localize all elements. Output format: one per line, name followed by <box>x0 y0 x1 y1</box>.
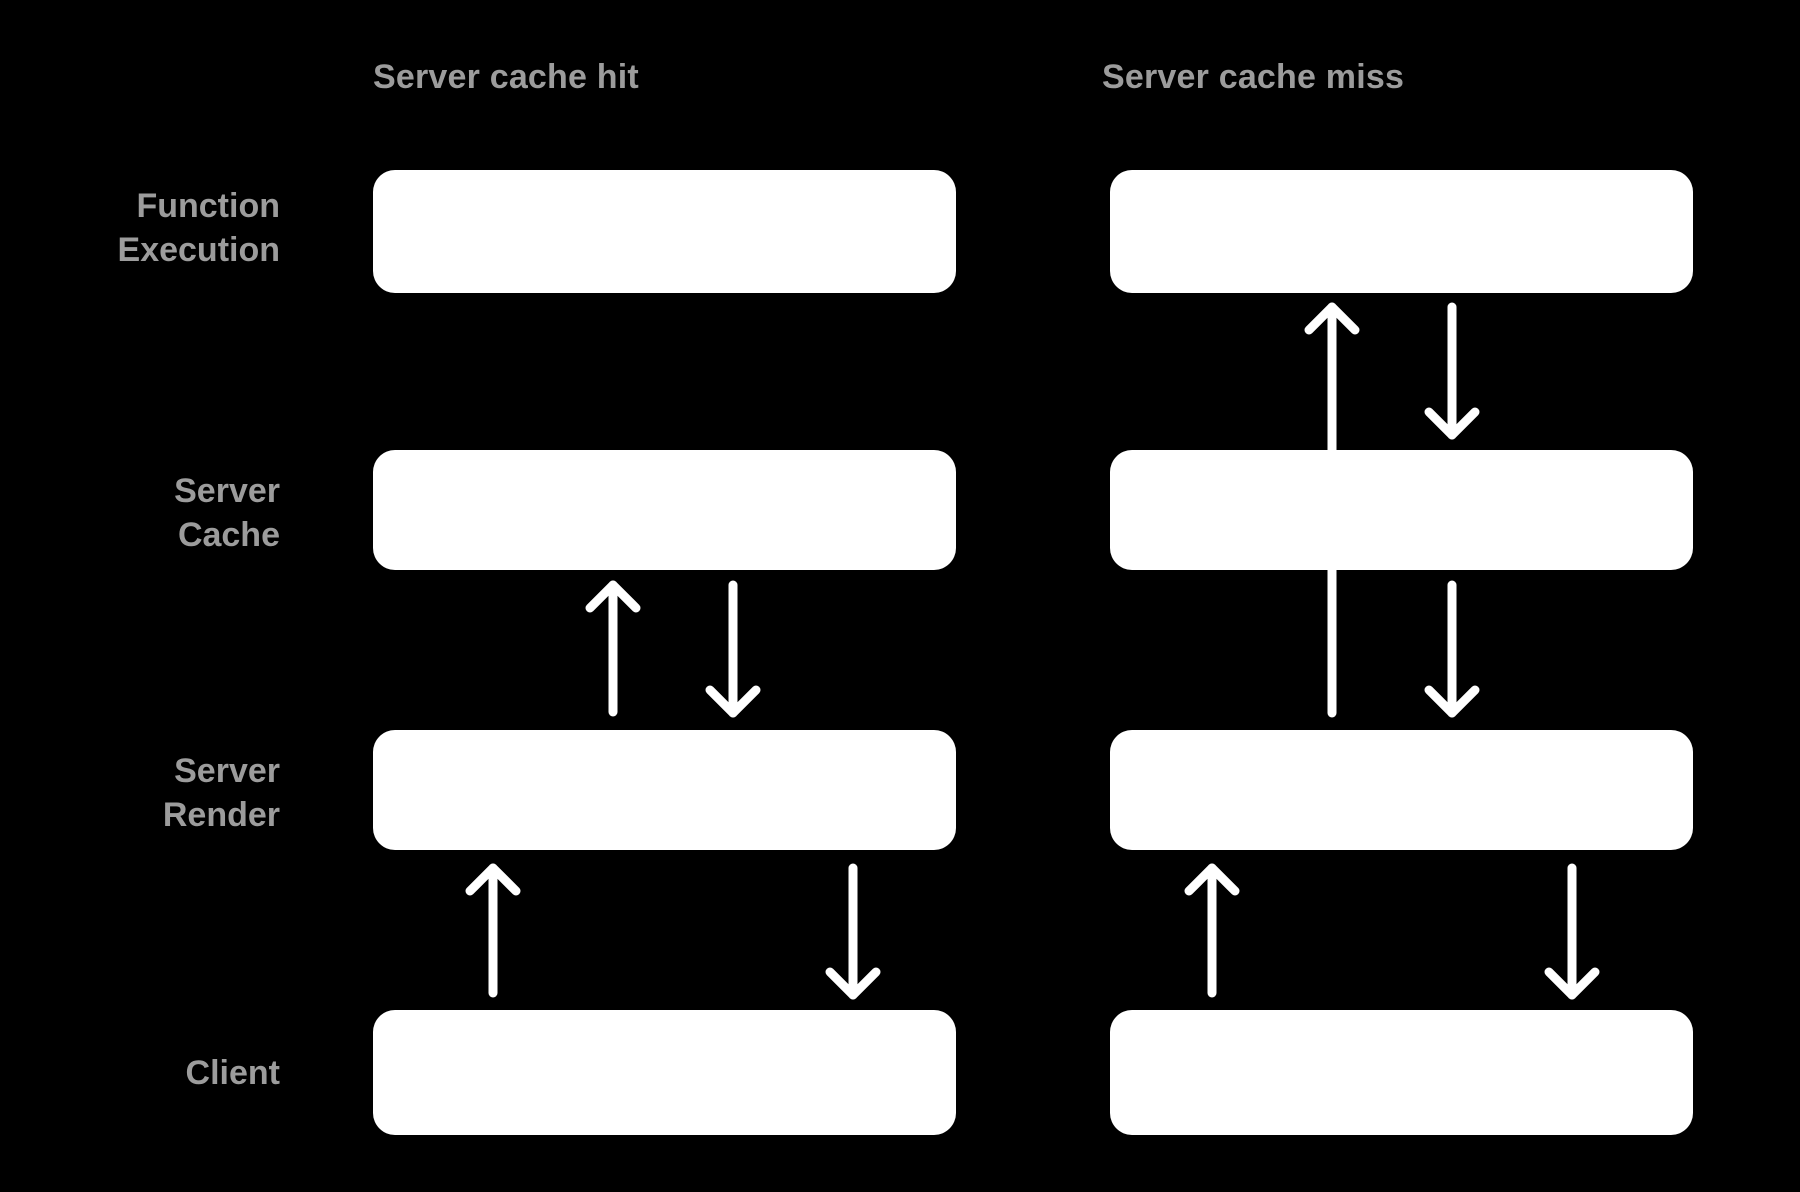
arrow-cache-hit-client-to-render-up <box>465 863 521 998</box>
row-label-line-1: Server <box>174 472 280 510</box>
column-header-server-cache-hit: Server cache hit <box>373 58 639 96</box>
row-label-line-1: Client <box>185 1054 280 1092</box>
row-label-server-render: Server Render <box>20 750 280 837</box>
lane-box-cache-miss-client <box>1110 1010 1693 1135</box>
arrow-cache-hit-cache-to-render-down <box>705 580 761 718</box>
lane-box-cache-hit-client <box>373 1010 956 1135</box>
row-label-line-2: Cache <box>177 515 280 554</box>
column-header-server-cache-miss: Server cache miss <box>1102 58 1405 96</box>
lane-box-cache-miss-server-render <box>1110 730 1693 850</box>
arrow-cache-miss-cache-to-render-down <box>1424 580 1480 718</box>
lane-box-cache-hit-function-execution <box>373 170 956 293</box>
arrow-cache-miss-client-to-render-up <box>1184 863 1240 998</box>
lane-box-cache-miss-function-execution <box>1110 170 1693 293</box>
lane-box-cache-hit-server-render <box>373 730 956 850</box>
arrow-cache-miss-render-to-client-down <box>1544 863 1600 1000</box>
row-label-client: Client <box>20 1052 280 1096</box>
arrow-cache-miss-function-to-cache-down <box>1424 302 1480 440</box>
lane-box-cache-miss-server-cache <box>1110 450 1693 570</box>
row-label-line-1: Server <box>174 752 280 790</box>
lane-box-cache-hit-server-cache <box>373 450 956 570</box>
row-label-line-2: Execution <box>117 230 280 269</box>
row-label-server-cache: Server Cache <box>20 470 280 557</box>
arrow-cache-hit-render-to-client-down <box>825 863 881 1000</box>
row-label-line-2: Render <box>162 795 280 834</box>
row-label-line-1: Function <box>136 187 280 225</box>
arrow-cache-hit-render-to-cache-up <box>585 580 641 717</box>
row-label-function-execution: Function Execution <box>20 185 280 272</box>
